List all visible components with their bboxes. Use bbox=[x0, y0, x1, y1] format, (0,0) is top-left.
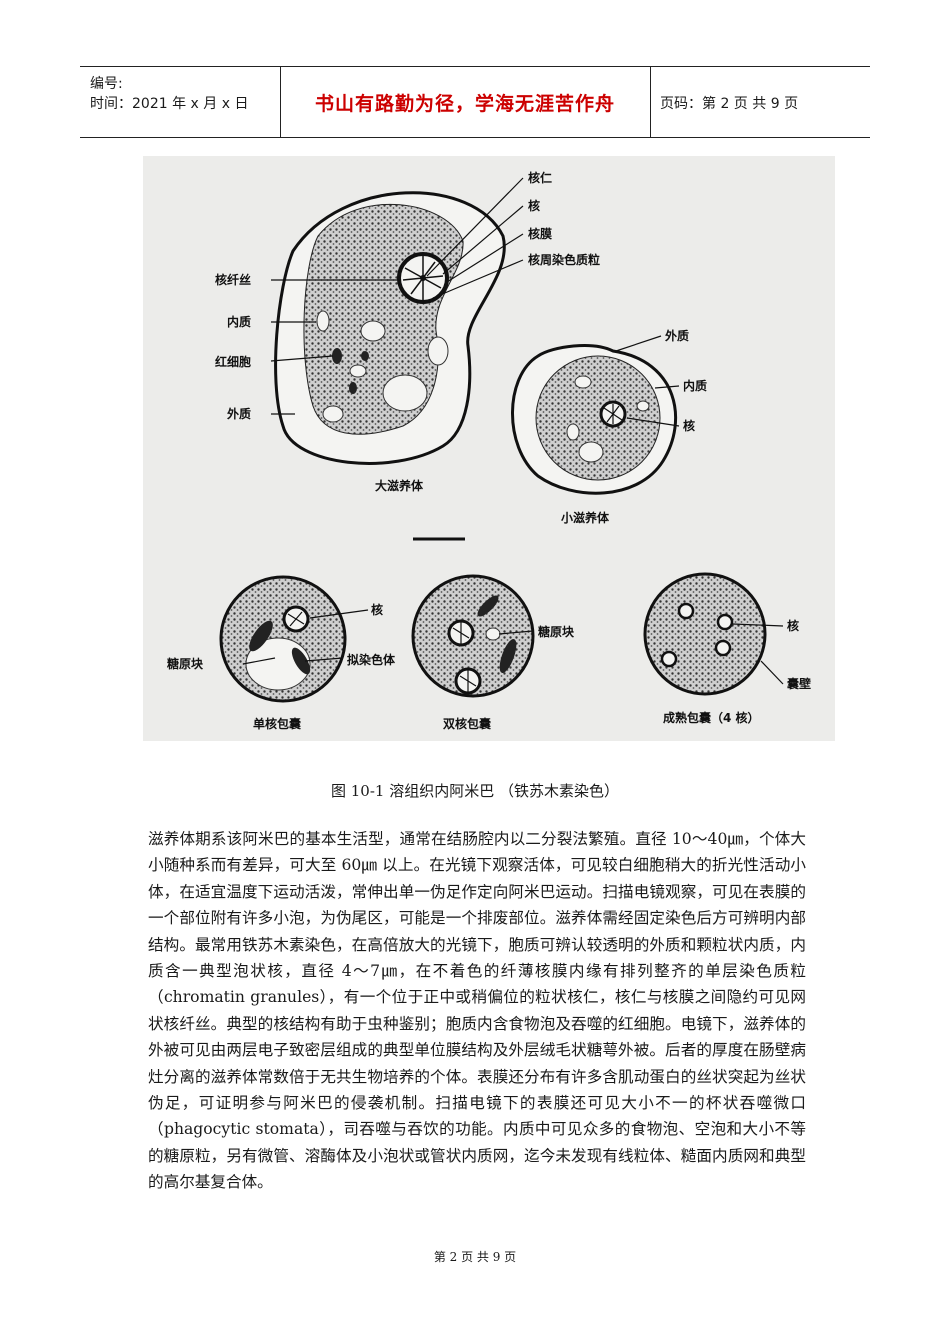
amoeba-illustration: 核仁 核 核膜 核周染色质粒 核纤丝 内质 红细胞 外质 大滋养体 外质 内质 … bbox=[167, 170, 811, 731]
label-glycogen-vacuole-2: 糖原块 bbox=[538, 624, 575, 639]
label-small-nucleus: 核 bbox=[683, 418, 695, 433]
header-page-cell: 页码：第 2 页 共 9 页 bbox=[650, 67, 870, 137]
label-large-trophozoite: 大滋养体 bbox=[375, 478, 424, 493]
header-motto-cell: 书山有路勤为径，学海无涯苦作舟 bbox=[280, 67, 651, 137]
label-mature-cyst: 成熟包囊（4 核） bbox=[663, 710, 760, 725]
label-nuclear-membrane: 核膜 bbox=[528, 226, 552, 241]
small-trophozoite-endoplasm bbox=[535, 355, 661, 481]
food-vacuole bbox=[382, 374, 428, 412]
label-glycogen-vacuole: 糖原块 bbox=[167, 656, 204, 671]
label-nuclear-fibrils: 核纤丝 bbox=[215, 272, 251, 287]
label-peripheral-chromatin: 核周染色质粒 bbox=[528, 252, 600, 267]
red-blood-cell bbox=[349, 382, 357, 394]
amoeba-figure: 核仁 核 核膜 核周染色质粒 核纤丝 内质 红细胞 外质 大滋养体 外质 内质 … bbox=[143, 156, 835, 741]
mature-cyst bbox=[643, 572, 767, 696]
red-blood-cell bbox=[332, 348, 342, 364]
label-nucleolus: 核仁 bbox=[528, 170, 552, 185]
label-cyst-wall: 囊壁 bbox=[786, 676, 811, 691]
label-ectoplasm: 外质 bbox=[227, 406, 251, 421]
food-vacuole bbox=[316, 310, 330, 332]
label-small-trophozoite: 小滋养体 bbox=[561, 510, 610, 525]
label-small-ectoplasm: 外质 bbox=[665, 328, 689, 343]
motto: 书山有路勤为径，学海无涯苦作舟 bbox=[314, 93, 615, 115]
label-nucleus: 核 bbox=[528, 198, 540, 213]
food-vacuole bbox=[360, 320, 386, 342]
page-header: 编号: 时间：2021 年 x 月 x 日 书山有路勤为径，学海无涯苦作舟 页码… bbox=[80, 66, 870, 138]
food-vacuole bbox=[322, 405, 344, 423]
red-blood-cell bbox=[361, 351, 369, 361]
leader-lines bbox=[242, 177, 784, 685]
label-binucleate-cyst: 双核包囊 bbox=[443, 716, 492, 731]
label-small-endoplasm: 内质 bbox=[683, 378, 707, 393]
food-vacuole bbox=[349, 364, 367, 378]
label-uninucleate-cyst: 单核包囊 bbox=[253, 716, 302, 731]
number-label: 编号: bbox=[90, 76, 123, 92]
label-endoplasm: 内质 bbox=[227, 314, 251, 329]
label-red-blood-cell: 红细胞 bbox=[215, 354, 251, 369]
label-chromatoid-body: 拟染色体 bbox=[347, 652, 396, 667]
header-meta: 编号: 时间：2021 年 x 月 x 日 bbox=[80, 67, 281, 137]
food-vacuole bbox=[427, 336, 449, 366]
label-mature-nucleus: 核 bbox=[787, 618, 799, 633]
time-label: 时间：2021 年 x 月 x 日 bbox=[90, 96, 249, 112]
large-nucleolus bbox=[420, 275, 426, 281]
page-footer: 第 2 页 共 9 页 bbox=[433, 1250, 517, 1264]
figure-caption: 图 10-1 溶组织内阿米巴 （铁苏木素染色） bbox=[330, 782, 619, 800]
label-cyst-nucleus: 核 bbox=[371, 602, 383, 617]
page-info: 页码：第 2 页 共 9 页 bbox=[660, 96, 799, 112]
body-paragraph: 滋养体期系该阿米巴的基本生活型，通常在结肠腔内以二分裂法繁殖。直径 10～40㎛… bbox=[148, 830, 806, 1192]
